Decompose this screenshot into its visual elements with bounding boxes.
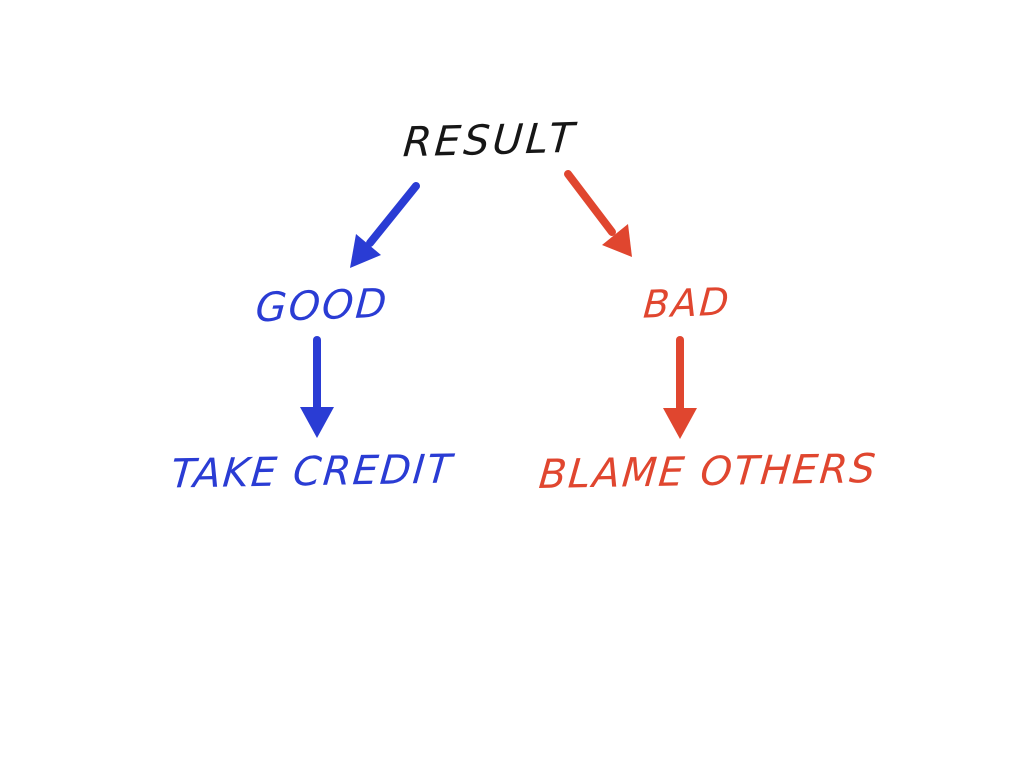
arrow-good-to-take-credit-icon	[300, 336, 334, 438]
node-good-label: GOOD	[254, 280, 390, 332]
node-take-credit-label: TAKE CREDIT	[168, 446, 456, 498]
arrow-result-to-good-icon	[350, 182, 420, 268]
node-bad-label: BAD	[641, 279, 733, 327]
node-result-label: RESULT	[401, 113, 579, 167]
arrow-bad-to-blame-others-icon	[663, 336, 697, 439]
node-blame-others-label: BLAME OTHERS	[536, 446, 880, 498]
arrow-result-to-bad-icon	[564, 170, 632, 257]
